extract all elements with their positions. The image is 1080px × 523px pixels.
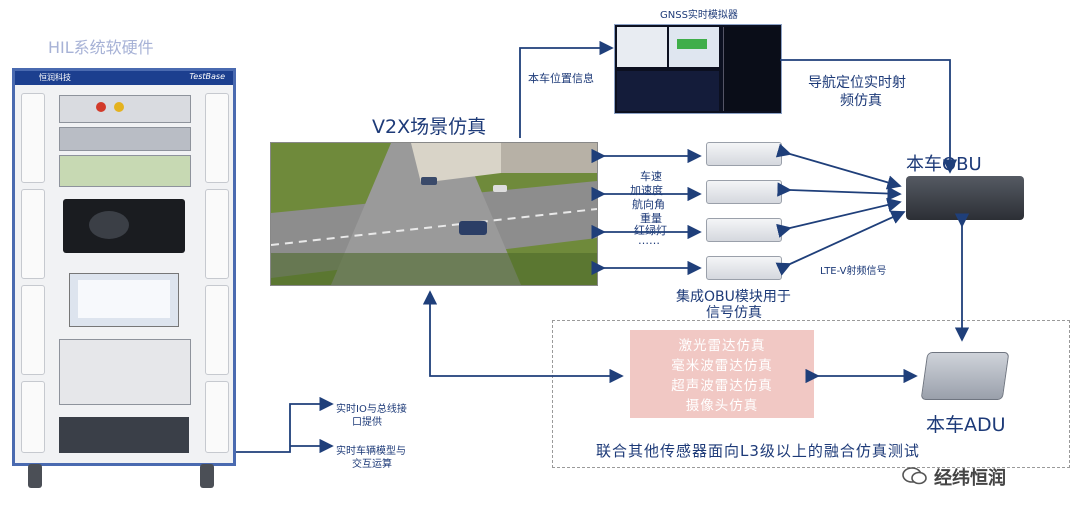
obu-module-label-line2: 信号仿真	[706, 305, 762, 321]
rack-side-panel	[21, 93, 45, 183]
scene-title: V2X场景仿真	[372, 116, 487, 138]
io-bus-label-line2: 口提供	[352, 417, 382, 428]
signal-heading: 航向角	[632, 198, 665, 211]
sensor-ultrasonic: 超声波雷达仿真	[671, 378, 773, 394]
rack-side-panel	[205, 381, 229, 453]
obu-module	[706, 218, 782, 242]
sensor-simulation-panel: 激光雷达仿真 毫米波雷达仿真 超声波雷达仿真 摄像头仿真	[630, 330, 814, 418]
rack-side-panel	[205, 93, 229, 183]
vehicle-model-label-line2: 交互运算	[352, 459, 392, 470]
obu-module-label-line1: 集成OBU模块用于	[676, 289, 791, 305]
blank-panel	[59, 339, 191, 405]
host-adu-label: 本车ADU	[926, 414, 1006, 436]
rack-side-panel	[21, 189, 45, 279]
obu-module	[706, 256, 782, 280]
signal-weight: 重量	[640, 212, 662, 225]
fusion-caption: 联合其他传感器面向L3级以上的融合仿真测试	[596, 442, 920, 460]
signal-speed: 车速	[640, 170, 662, 183]
rack-foot	[200, 464, 214, 488]
touch-screen	[69, 273, 179, 327]
obu-module	[706, 142, 782, 166]
rack-side-panel	[21, 285, 45, 375]
v2x-scene-image	[270, 142, 598, 286]
io-module	[59, 127, 191, 151]
gnss-title: GNSS实时模拟器	[660, 10, 738, 21]
vehicle-model-label-line1: 实时车辆模型与	[336, 446, 406, 457]
sensor-lidar: 激光雷达仿真	[678, 338, 766, 354]
sensor-camera: 摄像头仿真	[685, 398, 759, 414]
rack-side-panel	[205, 189, 229, 279]
sensor-fusion-box	[552, 320, 1070, 468]
rack-foot	[28, 464, 42, 488]
io-bus-label-line1: 实时IO与总线接	[336, 404, 407, 415]
hil-title: HIL系统软硬件	[48, 38, 154, 57]
pxi-chassis	[59, 417, 189, 453]
nav-rf-label-line1: 导航定位实时射	[808, 75, 906, 91]
power-panel	[59, 95, 191, 123]
host-obu-device	[906, 176, 1024, 220]
wechat-icon	[902, 466, 928, 486]
rack-header: 恒润科技 TestBase	[15, 71, 233, 85]
io-card-row	[59, 155, 191, 187]
rack-side-panel	[21, 381, 45, 453]
rack-model: TestBase	[189, 72, 225, 81]
realtime-computer	[63, 199, 185, 253]
rack-brand: 恒润科技	[39, 73, 71, 82]
watermark: 经纬恒润	[934, 468, 1006, 489]
sensor-mmwave: 毫米波雷达仿真	[671, 358, 773, 374]
rack-side-panel	[205, 285, 229, 375]
host-position-label: 本车位置信息	[528, 72, 594, 85]
nav-rf-label-line2: 频仿真	[840, 93, 882, 109]
hil-rack: 恒润科技 TestBase	[12, 68, 236, 466]
gnss-simulator-screen	[614, 24, 782, 114]
